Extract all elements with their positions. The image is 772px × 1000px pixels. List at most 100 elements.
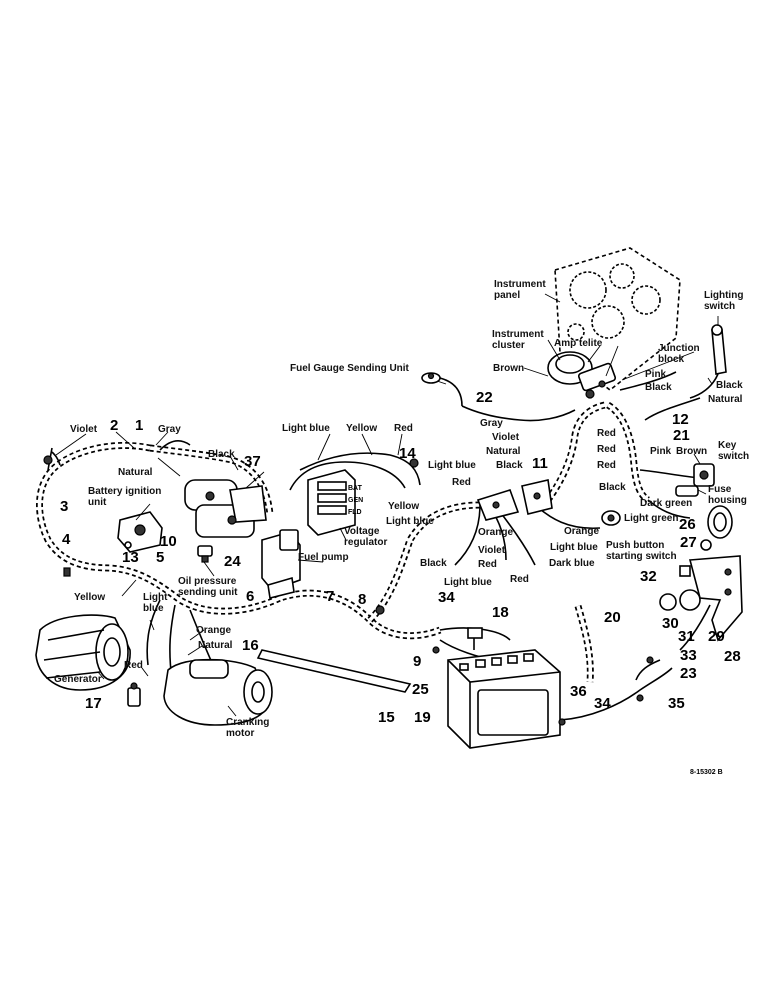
label-black-cluster: Black: [599, 482, 626, 493]
cranking-motor-drawing: [163, 658, 273, 726]
callout-36: 36: [570, 683, 587, 700]
label-light-blue-top: Light blue: [282, 423, 330, 434]
bracket-drawing: [659, 555, 743, 642]
callout-25: 25: [412, 681, 429, 698]
label-gray-mid: Gray: [480, 418, 503, 429]
key-switch-drawing: [675, 463, 715, 497]
label-light-blue-mid2: Light blue: [386, 516, 434, 527]
callout-31: 31: [678, 628, 695, 645]
label-natural-mid: Natural: [486, 446, 521, 457]
wire-labels: Violet Gray Natural Black Battery igniti…: [54, 279, 749, 776]
voltage-regulator-drawing: BAT GEN FLD: [307, 469, 363, 536]
label-yellow-left: Yellow: [74, 592, 105, 603]
label-yellow-top: Yellow: [346, 423, 377, 434]
callout-34-right: 34: [594, 695, 611, 712]
label-dark-green: Dark green: [640, 498, 692, 509]
label-orange-left: Orange: [196, 625, 231, 636]
leader-lines: [55, 293, 719, 717]
battery-ignition-unit-drawing: [117, 511, 163, 553]
support-bar-drawing: [256, 649, 412, 693]
label-red-mid: Red: [452, 477, 471, 488]
callout-13: 13: [122, 549, 139, 566]
label-red-lower2: Red: [510, 574, 529, 585]
label-fuel-gauge-sending-unit: Fuel Gauge Sending Unit: [290, 363, 410, 374]
label-light-blue-lower: Light blue: [444, 577, 492, 588]
label-black-top: Black: [208, 449, 235, 460]
dash-connector-drawing: [476, 479, 553, 521]
label-amp-telite: Amp telite: [554, 338, 603, 349]
instrument-cluster-drawing: [547, 351, 617, 399]
label-brown-top: Brown: [493, 363, 524, 374]
svg-text:FLD: FLD: [348, 509, 362, 516]
callout-6: 6: [246, 588, 254, 605]
label-red-cluster3: Red: [597, 460, 616, 471]
label-red-lower1: Red: [478, 559, 497, 570]
callout-37: 37: [244, 453, 261, 470]
callout-34-left: 34: [438, 589, 455, 606]
oil-pressure-sending-unit-drawing: [197, 545, 213, 563]
label-gray-top: Gray: [158, 424, 181, 435]
label-natural-left: Natural: [118, 467, 153, 478]
svg-text:GEN: GEN: [348, 497, 363, 504]
callout-12: 12: [672, 411, 689, 428]
callout-11: 11: [532, 455, 548, 472]
push-button-starting-switch-drawing: [601, 510, 621, 526]
callout-22: 22: [476, 389, 493, 406]
callout-26: 26: [679, 516, 696, 533]
label-natural-right: Natural: [708, 394, 743, 405]
callout-24: 24: [224, 553, 241, 570]
battery-drawing: [447, 649, 561, 749]
callout-15: 15: [378, 709, 395, 726]
callout-10: 10: [160, 533, 177, 550]
label-generator: Generator: [54, 674, 102, 685]
callout-19: 19: [414, 709, 431, 726]
small-terminals-drawing: [43, 455, 712, 726]
callout-9: 9: [413, 653, 421, 670]
label-light-green: Light green: [624, 513, 678, 524]
label-natural-bottom: Natural: [198, 640, 233, 651]
fuel-pump-drawing: [261, 529, 301, 599]
callout-35: 35: [668, 695, 685, 712]
label-red-bottom: Red: [124, 660, 143, 671]
wiring-harness: [36, 401, 651, 683]
callout-33: 33: [680, 647, 697, 664]
callout-2: 2: [110, 417, 118, 434]
label-red-cluster1: Red: [597, 428, 616, 439]
callout-1: 1: [135, 417, 143, 434]
loose-wires: [47, 371, 711, 721]
svg-text:BAT: BAT: [348, 485, 363, 492]
label-fuel-pump: Fuel pump: [298, 552, 349, 563]
label-red-cluster2: Red: [597, 444, 616, 455]
callout-7: 7: [326, 588, 334, 605]
callout-20: 20: [604, 609, 621, 626]
terminal-17-drawing: [127, 682, 141, 707]
label-violet-mid: Violet: [492, 432, 520, 443]
label-orange-cluster: Orange: [564, 526, 599, 537]
callout-18: 18: [492, 604, 509, 621]
horn-drawing: [707, 505, 733, 539]
label-dark-blue: Dark blue: [549, 558, 595, 569]
callout-27: 27: [680, 534, 697, 551]
label-violet-top: Violet: [70, 424, 98, 435]
label-black-mid2: Black: [496, 460, 523, 471]
connector-18-drawing: [467, 627, 483, 650]
lighting-switch-drawing: [689, 324, 727, 399]
callout-21: 21: [673, 427, 690, 444]
callout-4: 4: [62, 531, 71, 548]
callout-16: 16: [242, 637, 259, 654]
label-black-right: Black: [716, 380, 743, 391]
label-brown-right: Brown: [676, 446, 707, 457]
label-yellow-mid: Yellow: [388, 501, 419, 512]
callout-5: 5: [156, 549, 164, 566]
